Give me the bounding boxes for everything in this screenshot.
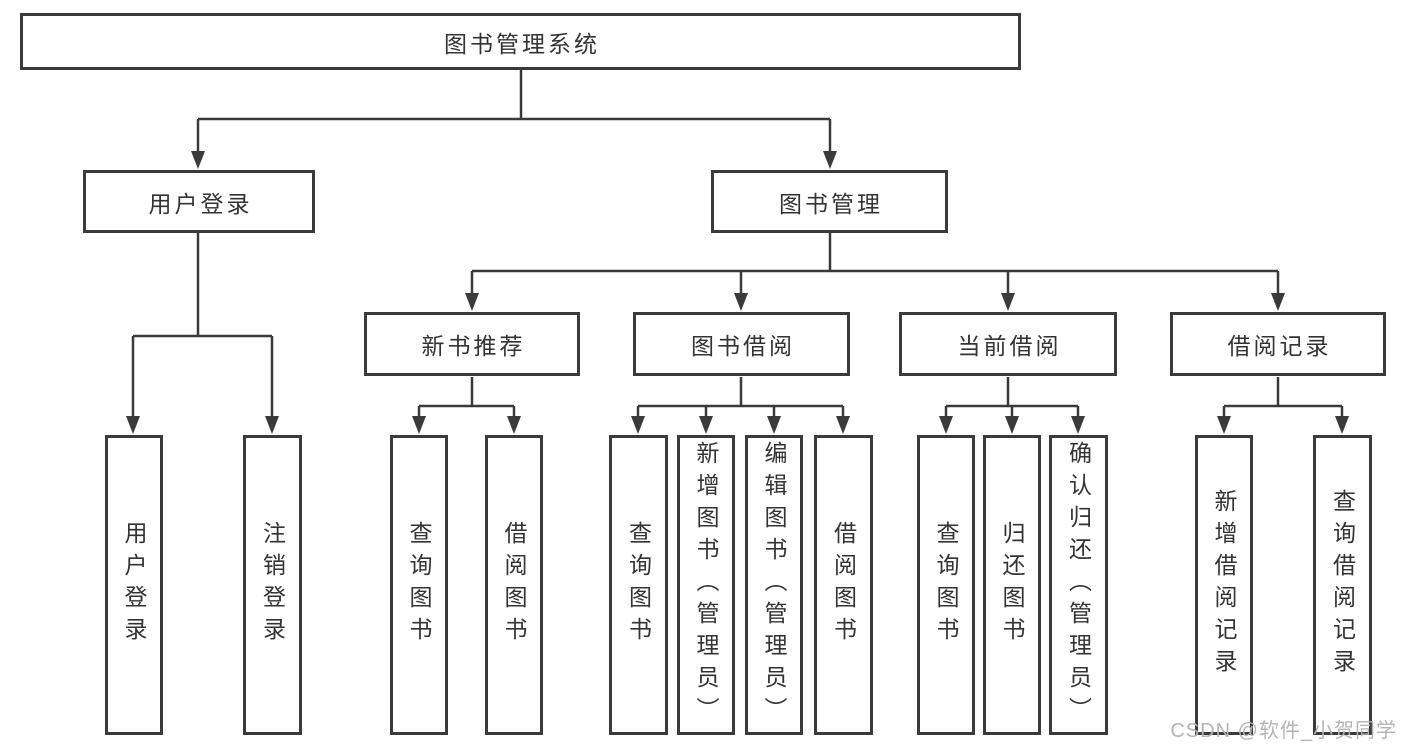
node-current-borrowing: 当前借阅	[899, 312, 1117, 376]
leaf-query-borrow-record: 查询借阅记录	[1313, 435, 1372, 735]
leaf-borrow-books: 借阅图书	[814, 435, 873, 735]
connector-new-book-recommend-children	[417, 377, 516, 418]
leaf-user-login: 用户登录	[105, 435, 163, 735]
leaf-confirm-return-admin: 确认归还（管理员）	[1049, 435, 1108, 735]
node-user-login: 用户登录	[83, 170, 315, 233]
leaf-add-borrow-record: 新增借阅记录	[1195, 435, 1253, 735]
leaf-query-books-borrowing: 查询图书	[609, 435, 668, 735]
arrowheads	[126, 151, 1349, 434]
leaf-query-books-recommend: 查询图书	[390, 435, 448, 735]
connector-root-to-level2	[196, 70, 832, 153]
connector-book-borrowing-children	[636, 377, 845, 418]
node-borrowing-records: 借阅记录	[1170, 312, 1386, 376]
leaf-logout: 注销登录	[243, 435, 302, 735]
node-new-book-recommend: 新书推荐	[364, 312, 580, 376]
leaf-edit-books-admin: 编辑图书（管理员）	[745, 435, 803, 735]
connector-user-login-children	[131, 233, 274, 418]
leaf-return-books: 归还图书	[983, 435, 1041, 735]
leaf-query-books-current: 查询图书	[917, 435, 975, 735]
leaf-borrow-books-recommend: 借阅图书	[485, 435, 543, 735]
node-root-system: 图书管理系统	[20, 13, 1021, 70]
connector-borrowing-records-children	[1222, 377, 1344, 418]
node-book-borrowing: 图书借阅	[633, 312, 850, 376]
leaf-add-books-admin: 新增图书（管理员）	[677, 435, 735, 735]
connector-current-borrowing-children	[944, 377, 1080, 418]
node-book-management: 图书管理	[711, 170, 948, 233]
csdn-watermark: CSDN @软件_小贺同学	[1170, 720, 1397, 742]
connector-book-management-children	[470, 233, 1280, 295]
